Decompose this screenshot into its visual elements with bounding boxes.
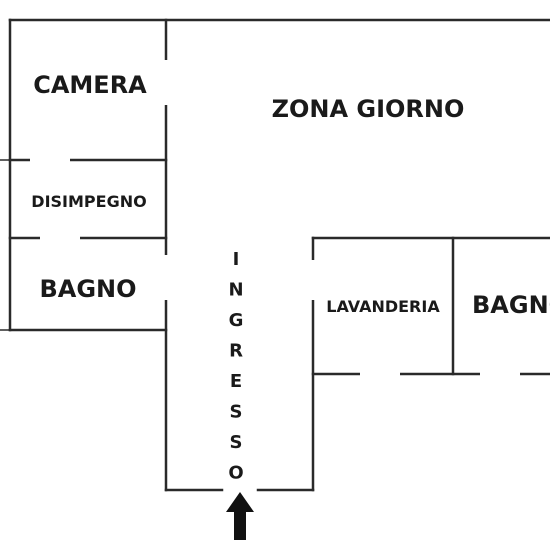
entrance-arrow-icon [226, 492, 254, 540]
room-label-lavanderia: LAVANDERIA [326, 297, 440, 316]
ingresso-letter: R [229, 341, 243, 362]
room-label-camera: CAMERA [33, 71, 147, 99]
room-labels: CAMERA ZONA GIORNO DISIMPEGNO BAGNO LAVA… [31, 71, 550, 319]
ingresso-letter: G [229, 310, 244, 331]
walls [0, 18, 550, 492]
ingresso-letter: I [233, 249, 240, 270]
room-label-zona-giorno: ZONA GIORNO [272, 95, 465, 123]
room-label-bagno-right: BAGNO [472, 291, 550, 319]
room-label-bagno-left: BAGNO [39, 275, 136, 303]
room-label-disimpegno: DISIMPEGNO [31, 192, 146, 211]
ingresso-letter: E [230, 371, 242, 392]
ingresso-letter: O [228, 463, 243, 484]
ingresso-letter: S [230, 432, 243, 453]
ingresso-letter: N [228, 280, 243, 301]
ingresso-letter: S [230, 402, 243, 423]
